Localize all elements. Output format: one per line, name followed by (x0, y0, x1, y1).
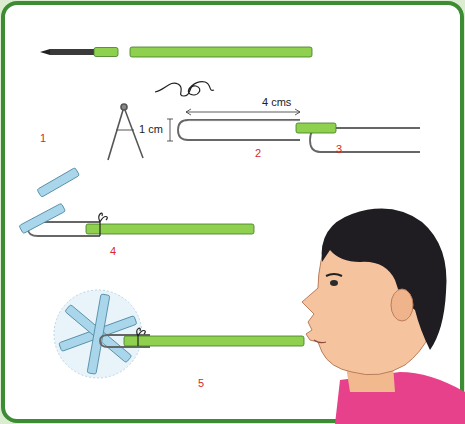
frame (3, 3, 462, 421)
u-wire (167, 109, 300, 141)
callout-number: 5 (198, 378, 204, 389)
callout-number: 4 (110, 246, 116, 257)
thread (155, 82, 214, 96)
callout-number: 1 (40, 133, 46, 144)
straw-piece (37, 168, 80, 198)
pinwheel (54, 290, 304, 378)
dimension-label: 1 cm (139, 124, 163, 135)
assembly (19, 203, 254, 236)
straw (130, 47, 312, 57)
compass (108, 104, 143, 160)
callout-number: 2 (255, 148, 261, 159)
wire-in-straw (296, 123, 420, 152)
dimension-label: 4 cms (262, 97, 291, 108)
pen (40, 48, 118, 57)
callout-number: 3 (336, 144, 342, 155)
boy (302, 209, 465, 424)
